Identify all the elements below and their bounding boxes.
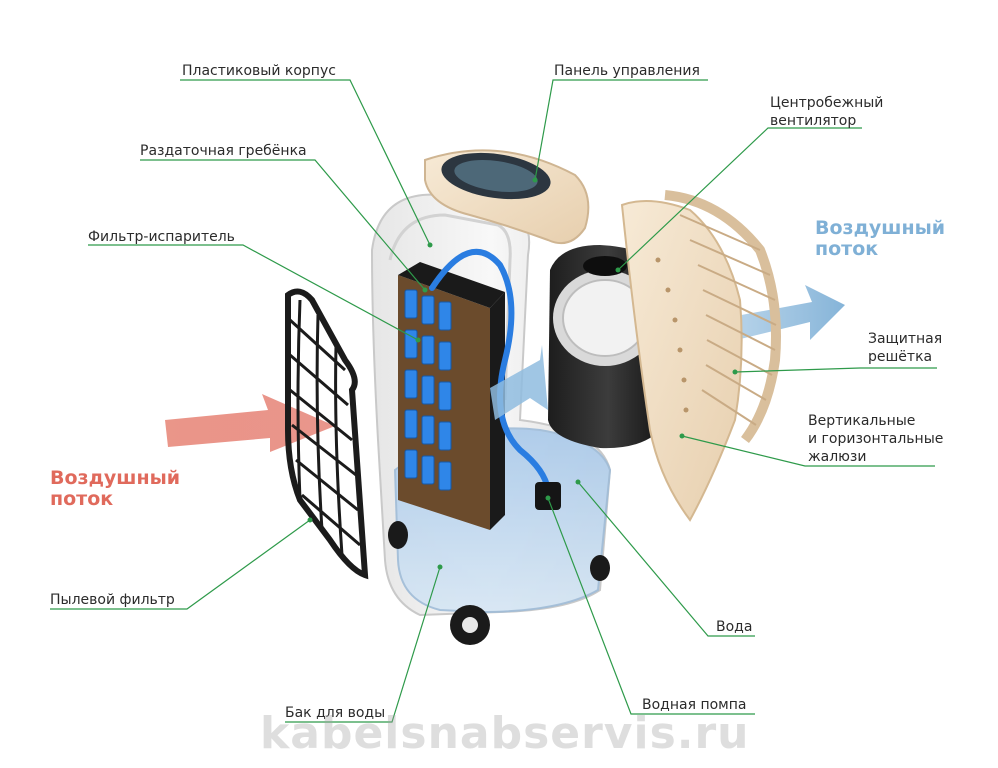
leader-grille — [734, 367, 937, 373]
leader-evaporator — [88, 244, 419, 341]
leader-dust-filter — [50, 519, 311, 610]
label-dispenser-comb: Раздаточная гребёнка — [140, 143, 307, 159]
leader-plastic-body — [180, 79, 431, 246]
label-water: Вода — [716, 619, 753, 635]
leader-dispenser-comb — [140, 159, 426, 291]
label-water-pump: Водная помпа — [642, 697, 747, 713]
label-airflow-out: Воздушный поток — [815, 217, 946, 260]
label-evaporator-filter: Фильтр-испаритель — [88, 229, 235, 245]
control-panel — [424, 149, 590, 244]
label-centrifugal-fan: Центробежный вентилятор — [770, 95, 884, 129]
label-water-tank: Бак для воды — [285, 705, 386, 721]
leader-fan — [617, 127, 862, 271]
wheels — [388, 521, 610, 645]
watermark: kabelsnabservis.ru — [260, 708, 750, 759]
leader-control-panel — [534, 79, 708, 181]
leader-water-tank — [285, 566, 441, 723]
leader-lines — [50, 79, 937, 723]
dust-filter — [285, 288, 369, 580]
water-tube — [429, 248, 551, 493]
evaporator-filter — [398, 262, 505, 530]
leader-louvers — [681, 435, 935, 467]
label-plastic-body: Пластиковый корпус — [182, 63, 336, 79]
protective-grille — [620, 190, 781, 522]
leader-water — [577, 481, 755, 637]
leader-pump — [547, 497, 755, 715]
label-protective-grille: Защитная решётка — [868, 331, 943, 365]
label-airflow-in: Воздушный поток — [50, 467, 181, 510]
label-dust-filter: Пылевой фильтр — [50, 592, 175, 608]
airflow-mid-arrow — [490, 345, 548, 420]
label-louvers: Вертикальные и горизонтальные жалюзи — [808, 413, 944, 465]
label-control-panel: Панель управления — [554, 63, 700, 79]
airflow-out-arrow — [725, 285, 845, 342]
airflow-in-arrow — [165, 394, 335, 452]
